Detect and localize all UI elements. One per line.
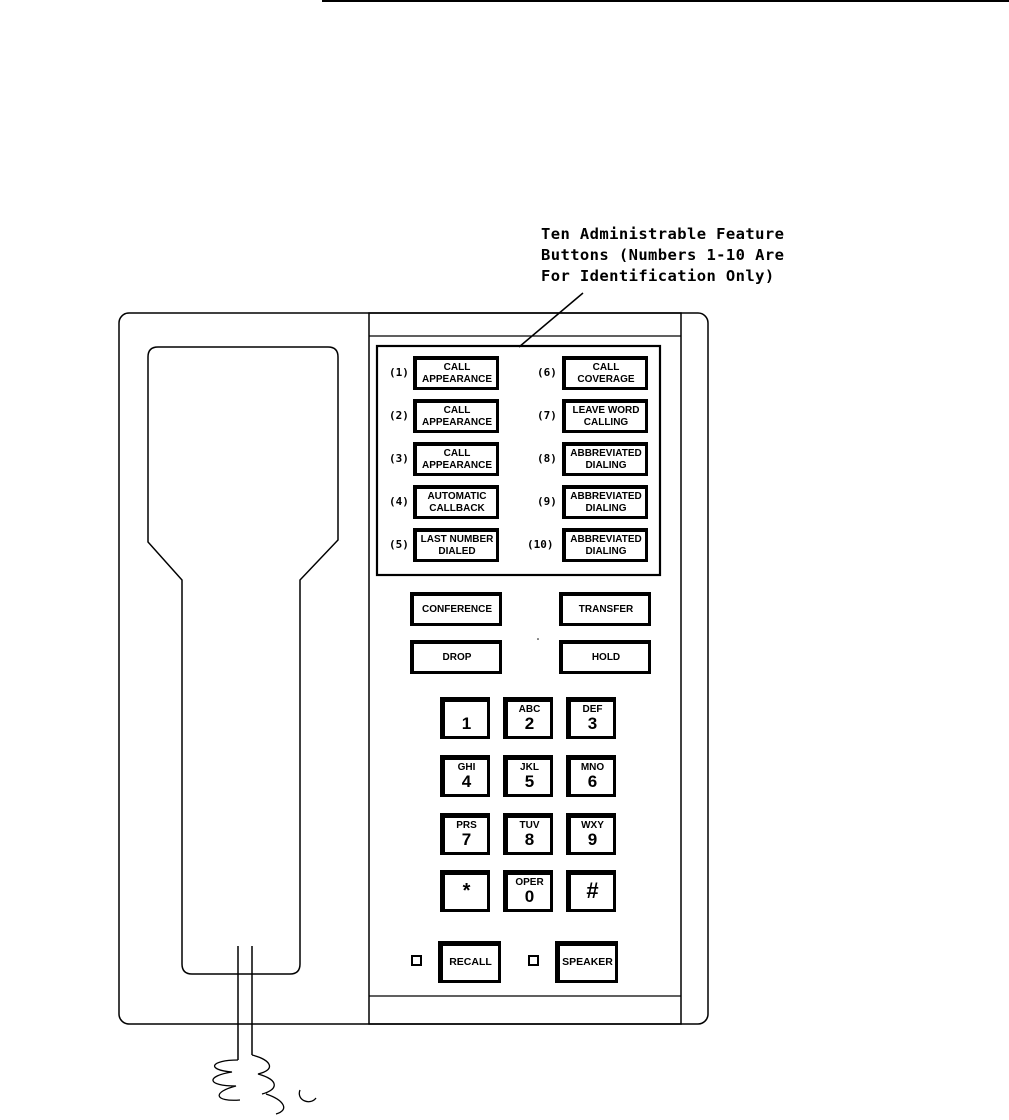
keypad-key-2[interactable]: ABC 2 [503,697,553,739]
faceplate [368,312,682,1025]
feature-button-9[interactable]: ABBREVIATED DIALING [562,485,648,519]
feature-number-9: (9) [537,495,557,508]
drop-button[interactable]: DROP [410,640,502,674]
speaker-button[interactable]: SPEAKER [555,941,618,983]
feature-button-4[interactable]: AUTOMATIC CALLBACK [413,485,499,519]
keypad-key-9[interactable]: WXY 9 [566,813,616,855]
keypad-key-4[interactable]: GHI 4 [440,755,490,797]
feature-button-2[interactable]: CALL APPEARANCE [413,399,499,433]
feature-button-3[interactable]: CALL APPEARANCE [413,442,499,476]
recall-led-indicator [411,955,422,966]
keypad-key-6[interactable]: MNO 6 [566,755,616,797]
feature-number-5: (5) [389,538,409,551]
keypad-key-7[interactable]: PRS 7 [440,813,490,855]
speaker-led-indicator [528,955,539,966]
callout-label: Ten Administrable Feature Buttons (Numbe… [541,225,785,285]
keypad-key-5[interactable]: JKL 5 [503,755,553,797]
feature-button-7[interactable]: LEAVE WORD CALLING [562,399,648,433]
feature-button-5[interactable]: LAST NUMBER DIALED [413,528,499,562]
feature-number-3: (3) [389,452,409,465]
feature-number-4: (4) [389,495,409,508]
feature-number-8: (8) [537,452,557,465]
handset-cord [237,946,253,1060]
hold-button[interactable]: HOLD [559,640,651,674]
feature-button-1[interactable]: CALL APPEARANCE [413,356,499,390]
feature-button-10[interactable]: ABBREVIATED DIALING [562,528,648,562]
feature-button-8[interactable]: ABBREVIATED DIALING [562,442,648,476]
keypad-key-8[interactable]: TUV 8 [503,813,553,855]
keypad-key-pound[interactable]: # [566,870,616,912]
feature-number-6: (6) [537,366,557,379]
handset-cord-coil [212,1054,317,1115]
feature-number-10: (10) [527,538,554,551]
callout-leader-line [518,292,584,348]
feature-number-7: (7) [537,409,557,422]
conference-button[interactable]: CONFERENCE [410,592,502,626]
feature-panel [375,344,662,577]
top-rule [322,0,1009,2]
keypad-key-star[interactable]: * [440,870,490,912]
recall-button[interactable]: RECALL [438,941,501,983]
feature-button-6[interactable]: CALL COVERAGE [562,356,648,390]
handset [147,346,339,975]
feature-number-2: (2) [389,409,409,422]
keypad-key-1[interactable]: 1 [440,697,490,739]
keypad-key-0[interactable]: OPER 0 [503,870,553,912]
keypad-key-3[interactable]: DEF 3 [566,697,616,739]
transfer-button[interactable]: TRANSFER [559,592,651,626]
feature-number-1: (1) [389,366,409,379]
